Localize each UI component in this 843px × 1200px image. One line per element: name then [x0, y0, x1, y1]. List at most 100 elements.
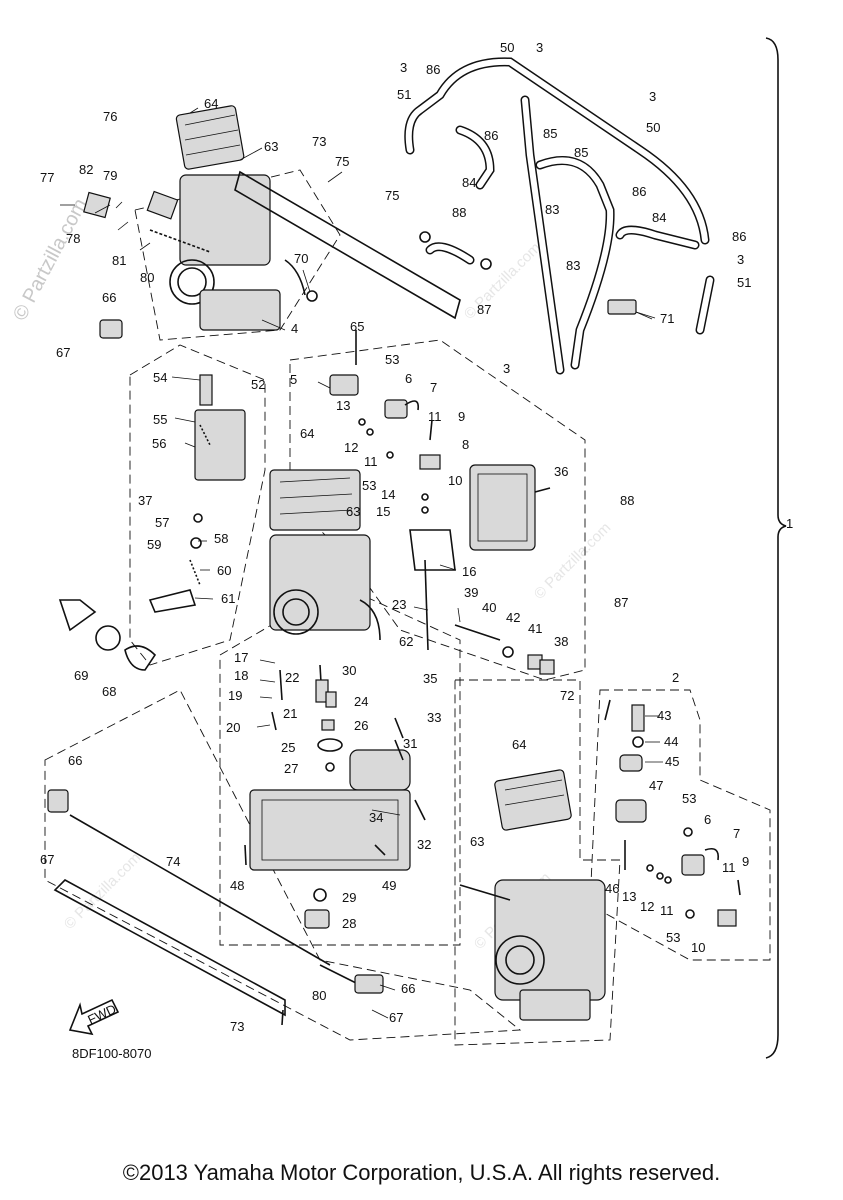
upper-carburetor: [83, 105, 461, 331]
outline-group-3: [289, 339, 586, 681]
callout-label: 58: [214, 531, 228, 546]
callout-label: 10: [448, 473, 462, 488]
fwd-label: FWD: [85, 1001, 118, 1027]
callout-label: 65: [350, 319, 364, 334]
watermark-text-faint: © Partzilla.com: [61, 849, 144, 932]
callout-label: 53: [362, 478, 376, 493]
callout-label: 2: [672, 670, 679, 685]
watermark-text: © Partzilla.com: [9, 195, 92, 324]
lower-carburetor: [459, 769, 606, 1021]
callout-label: 85: [574, 145, 588, 160]
callout-label: 83: [566, 258, 580, 273]
callout-label: 22: [285, 670, 299, 685]
callout-label: 19: [228, 688, 242, 703]
callout-label: 74: [166, 854, 180, 869]
callout-label: 29: [342, 890, 356, 905]
callout-label: 79: [103, 168, 117, 183]
callout-label: 86: [426, 62, 440, 77]
watermark-text-faint: © Partzilla.com: [461, 239, 544, 322]
callout-label: 87: [477, 302, 491, 317]
outline-float-bowl-group: [219, 584, 461, 946]
callout-label: 27: [284, 761, 298, 776]
callout-label: 73: [312, 134, 326, 149]
callout-label: 66: [401, 981, 415, 996]
callout-label: 26: [354, 718, 368, 733]
callout-label: 60: [217, 563, 231, 578]
callout-label: 57: [155, 515, 169, 530]
callout-label: 75: [385, 188, 399, 203]
outline-lower-carb: [454, 679, 621, 1046]
callout-label: 31: [403, 736, 417, 751]
callout-label: 69: [74, 668, 88, 683]
callout-label: 83: [545, 202, 559, 217]
callout-label: 3: [503, 361, 510, 376]
callout-label: 9: [742, 854, 749, 869]
callout-label: 77: [40, 170, 54, 185]
callout-label: 73: [230, 1019, 244, 1034]
leader-lines: [60, 107, 663, 1019]
callout-label: 42: [506, 610, 520, 625]
callout-label: 25: [281, 740, 295, 755]
linkage-shafts: [47, 319, 384, 1026]
callout-label: 76: [103, 109, 117, 124]
callout-label: 63: [470, 834, 484, 849]
callout-label: 45: [665, 754, 679, 769]
callout-label: 67: [40, 852, 54, 867]
vent-hose-system: [404, 57, 715, 375]
callout-label: 67: [56, 345, 70, 360]
callout-label: 49: [382, 878, 396, 893]
callout-label: 48: [230, 878, 244, 893]
outline-main-assembly: [44, 689, 522, 1041]
callout-label: 81: [112, 253, 126, 268]
callout-label: 10: [691, 940, 705, 955]
callout-label: 86: [632, 184, 646, 199]
callout-label: 64: [512, 737, 526, 752]
callout-label: 7: [430, 380, 437, 395]
callout-label: 53: [385, 352, 399, 367]
callout-label: 82: [79, 162, 93, 177]
callout-label: 5: [290, 372, 297, 387]
callout-label: 51: [397, 87, 411, 102]
coasting-enricher-parts: [329, 330, 551, 571]
outline-upper-carb: [134, 169, 341, 341]
callout-label: 12: [640, 899, 654, 914]
callout-label: 71: [660, 311, 674, 326]
callout-label: 3: [536, 40, 543, 55]
callout-label: 50: [500, 40, 514, 55]
callout-label: 38: [554, 634, 568, 649]
callout-label: 36: [554, 464, 568, 479]
callout-label: 70: [294, 251, 308, 266]
callout-label: 17: [234, 650, 248, 665]
callout-label: 30: [342, 663, 356, 678]
callout-label: 33: [427, 710, 441, 725]
callout-label: 84: [652, 210, 666, 225]
callout-label: 53: [666, 930, 680, 945]
callout-label: 44: [664, 734, 678, 749]
callout-label: 12: [344, 440, 358, 455]
callout-label: 14: [381, 487, 395, 502]
callout-label: 61: [221, 591, 235, 606]
callout-label: 21: [283, 706, 297, 721]
callout-label: 3: [649, 89, 656, 104]
callout-label: 64: [204, 96, 218, 111]
callout-label: 7: [733, 826, 740, 841]
callout-label: 15: [376, 504, 390, 519]
watermark-text-faint: © Partzilla.com: [531, 519, 614, 602]
callout-label: 88: [452, 205, 466, 220]
callout-label: 56: [152, 436, 166, 451]
callout-label: 55: [153, 412, 167, 427]
callout-label: 24: [354, 694, 368, 709]
callout-label: 11: [364, 454, 378, 469]
callout-label: 16: [462, 564, 476, 579]
callout-label: 23: [392, 597, 406, 612]
callout-label: 64: [300, 426, 314, 441]
callout-label: 6: [704, 812, 711, 827]
callout-label: 4: [291, 321, 298, 336]
callout-label: 18: [234, 668, 248, 683]
diagram-code: 8DF100-8070: [72, 1046, 152, 1061]
callout-labels: 64 63 76 77 82 79 78 81 80 66 67 4 73 75…: [40, 40, 793, 1034]
callout-label: 53: [682, 791, 696, 806]
callout-label: 43: [657, 708, 671, 723]
callout-label: 20: [226, 720, 240, 735]
